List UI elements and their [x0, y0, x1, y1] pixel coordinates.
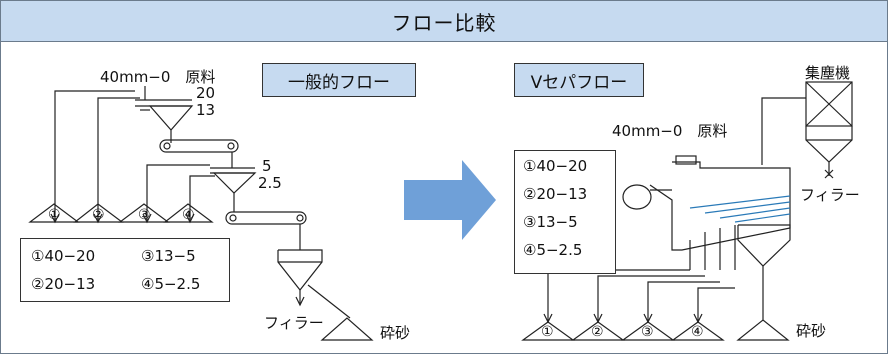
- left-legend-item-2: ②20−13: [31, 275, 96, 293]
- sand-chute: [307, 284, 351, 319]
- left-pile-label-3: ③: [138, 207, 151, 223]
- right-legend-item-4: ④5−2.5: [523, 241, 583, 259]
- duct: [761, 97, 806, 165]
- arrow-pile3: [142, 213, 152, 224]
- silo: [277, 249, 323, 291]
- right-pile-label-3: ③: [641, 324, 654, 340]
- left-filler-label: フィラー: [264, 314, 324, 332]
- right-legend: ①40−20 ②20−13 ③13−5 ④5−2.5: [514, 150, 616, 274]
- transition-arrow: [404, 160, 496, 240]
- feed-inlet: [675, 155, 697, 165]
- right-flow-label: Vセパフロー: [514, 63, 644, 97]
- right-legend-item-3: ③13−5: [523, 213, 578, 231]
- left-material-label: 40mm−0 原料: [100, 68, 216, 86]
- rline-pile4: [697, 287, 735, 322]
- rline-pile3: [647, 281, 720, 322]
- conveyor2: [225, 211, 307, 225]
- rline-pile2: [597, 275, 705, 322]
- left-sand-label: 砕砂: [380, 324, 411, 342]
- hopper1: [148, 105, 194, 131]
- line-pile2: [97, 97, 140, 222]
- conveyor1-pulley-a: [163, 142, 171, 150]
- right-sand-label: 砕砂: [796, 322, 827, 340]
- right-pile-label-4: ④: [691, 324, 704, 340]
- rpile4: [671, 321, 725, 341]
- arrow-pile1: [50, 213, 60, 224]
- screen1-size-b: 13: [196, 101, 216, 119]
- sand-hopper: [737, 224, 791, 267]
- right-pile-label-2: ②: [591, 324, 604, 340]
- arrow-filler: [295, 296, 305, 307]
- conveyor2-pulley-b: [296, 214, 304, 222]
- left-legend: ①40−20 ③13−5 ②20−13 ④5−2.5: [20, 238, 230, 302]
- sand-pile-left: [320, 317, 374, 341]
- conveyor1-pulley-b: [227, 142, 235, 150]
- right-legend-item-2: ②20−13: [523, 185, 588, 203]
- right-filler-label: フィラー: [800, 186, 860, 204]
- right-pile-label-1: ①: [541, 324, 554, 340]
- pile4: [163, 203, 214, 223]
- left-flow-label: 一般的フロー: [262, 63, 416, 97]
- conveyor2-pulley-a: [229, 214, 237, 222]
- hopper2: [212, 172, 257, 194]
- screen1-size-a: 20: [196, 84, 216, 102]
- fan: [622, 184, 652, 210]
- line-pile4: [189, 175, 215, 222]
- arrow-pile2: [93, 213, 103, 224]
- right-legend-item-1: ①40−20: [523, 157, 588, 175]
- right-material-label: 40mm−0 原料: [612, 122, 728, 140]
- line-pile1: [54, 90, 135, 222]
- left-legend-item-1: ①40−20: [31, 247, 96, 265]
- pile1: [28, 203, 80, 223]
- rpile-sand: [736, 319, 790, 341]
- left-legend-item-4: ④5−2.5: [141, 275, 201, 293]
- valve-x2: [824, 169, 834, 179]
- collector-label: 集塵機: [805, 64, 851, 82]
- left-pile-label-4: ④: [182, 207, 195, 223]
- collector-x2: [805, 81, 853, 127]
- conveyor1: [159, 139, 239, 153]
- pile3: [118, 203, 170, 223]
- header-bar: フロー比較: [1, 1, 887, 42]
- rpile1: [521, 321, 575, 341]
- left-pile-label-2: ②: [92, 207, 105, 223]
- page-title: フロー比較: [391, 10, 497, 35]
- screen2-size-a: 5: [262, 157, 272, 175]
- line-pile3: [146, 164, 210, 222]
- rpile3: [621, 321, 675, 341]
- screen2-size-b: 2.5: [258, 174, 282, 192]
- rpile2: [571, 321, 625, 341]
- left-legend-item-3: ③13−5: [141, 247, 196, 265]
- screen-lines: [689, 195, 791, 223]
- left-pile-label-1: ①: [48, 207, 61, 223]
- collector-box: [805, 81, 853, 127]
- collector-hopper: [805, 126, 853, 163]
- arrow-pile4: [185, 213, 195, 224]
- rline-pile1: [547, 269, 690, 322]
